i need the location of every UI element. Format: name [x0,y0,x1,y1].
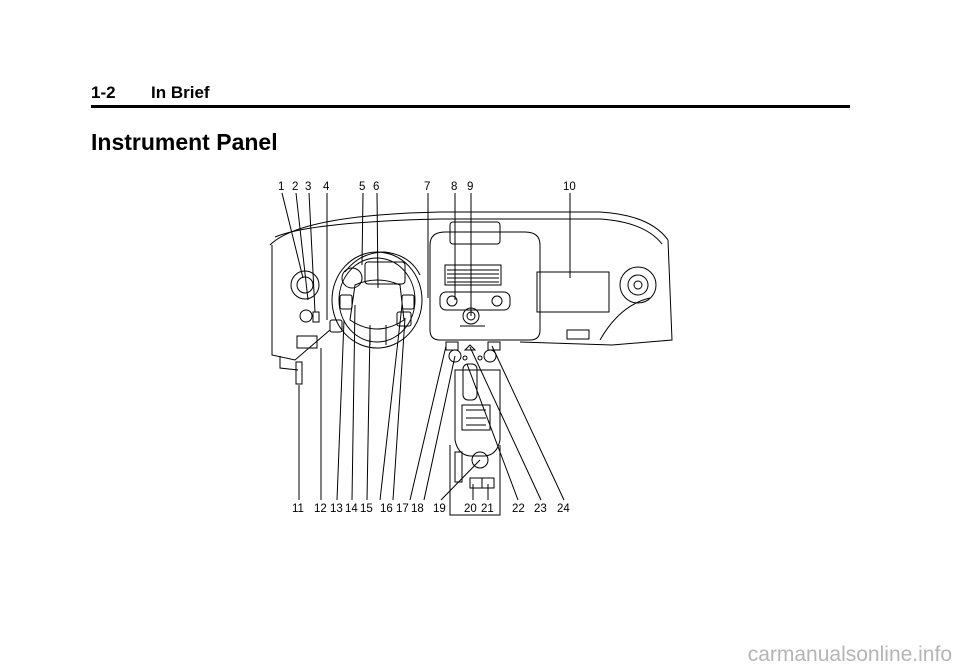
page-header: 1-2 In Brief [91,83,850,103]
callout-leaders [281,192,571,501]
callout-6: 6 [373,181,379,193]
callout-15: 15 [360,503,373,515]
instrument-panel-illustration: 1 2 3 4 5 6 7 8 9 10 11 12 13 14 15 16 1… [269,181,673,516]
callout-23: 23 [534,503,547,515]
callout-14: 14 [345,503,358,515]
callout-22: 22 [512,503,525,515]
callout-3: 3 [305,181,311,193]
callout-8: 8 [451,181,457,193]
callout-16: 16 [380,503,393,515]
callout-9: 9 [467,181,473,193]
dashboard-drawing [269,211,673,516]
page-number: 1-2 [91,83,116,102]
callout-12: 12 [314,503,327,515]
callout-11: 11 [292,503,304,515]
callout-1: 1 [278,181,284,193]
callout-5: 5 [359,181,365,193]
callout-2: 2 [292,181,298,193]
callout-17: 17 [396,503,409,515]
chapter-title: In Brief [151,83,210,102]
callout-10: 10 [563,181,576,193]
callout-4: 4 [323,181,330,193]
callout-21: 21 [481,503,494,515]
header-rule [91,105,850,108]
callout-13: 13 [330,503,343,515]
section-title: Instrument Panel [91,129,278,155]
callout-19: 19 [433,503,446,515]
top-callouts: 1 2 3 4 5 6 7 8 9 10 [278,181,576,193]
bottom-callouts: 11 12 13 14 15 16 17 18 19 20 21 22 23 2… [292,503,570,515]
watermark: carmanualsonline.info [747,643,952,666]
callout-7: 7 [424,181,430,193]
callout-18: 18 [411,503,424,515]
callout-20: 20 [464,503,477,515]
callout-24: 24 [557,503,570,515]
